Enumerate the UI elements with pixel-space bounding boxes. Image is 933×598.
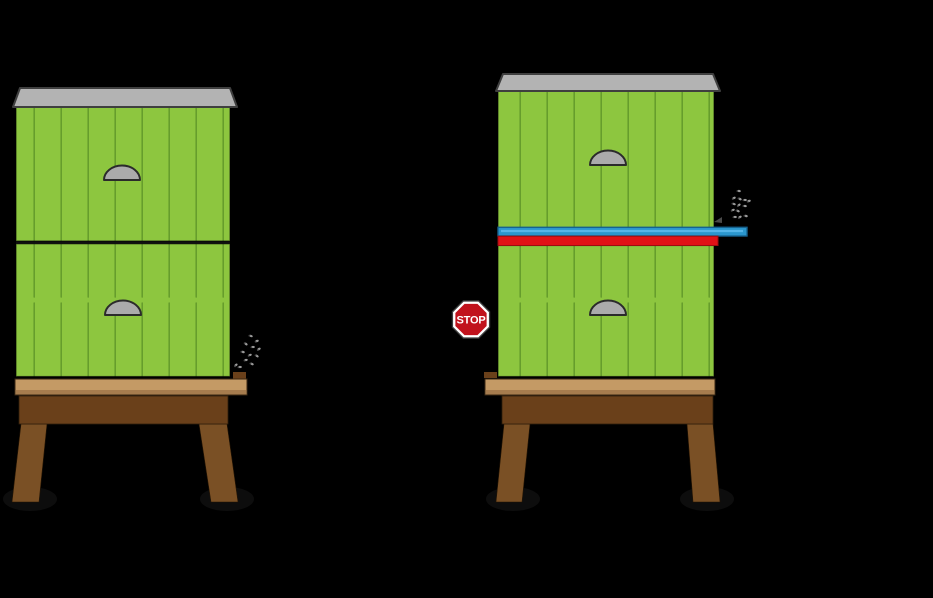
bee-icon [731,196,737,201]
bee-icon [243,341,249,347]
right-hive-entrance-block [484,372,497,378]
left-hive-stand [18,395,229,425]
bee-icon [746,199,752,203]
left-hive-lower-box [15,243,231,378]
bee-icon [249,361,255,366]
bee-icon [742,204,747,208]
bee-icon [736,203,742,208]
right-hive-lower-handle [589,299,627,316]
bee-icon [254,339,260,343]
left-hive-entrance-block [233,372,246,379]
bee-icon [237,365,242,369]
left-beehive [3,87,254,511]
bee-icon [243,358,248,362]
bee-icon [714,217,722,223]
bee-icon [250,345,255,349]
bee-icon [248,334,254,338]
bee-icon [731,202,737,206]
bee-icon [736,189,741,193]
bee-icon [742,198,747,202]
left-hive-upper-handle [103,164,141,181]
right-hive-upper-handle [589,149,627,166]
right-hive-stand [501,395,714,425]
stop-sign-face [455,303,487,336]
bee-icon [737,196,743,201]
left-hive-roof [12,87,238,108]
bee-icon [743,214,749,218]
bee-icon [247,353,253,357]
bee-icon [240,350,246,354]
bee-icon [732,215,737,219]
right-bee-swarm [714,189,752,223]
stop-sign: STOP [451,300,491,339]
right-hive-board-shade [486,390,714,395]
left-hive-box-divider [16,241,230,244]
bee-icon [735,208,741,213]
blocked-entrance-red-bar [497,235,719,246]
bee-icon [730,208,736,212]
left-hive-leg-right [198,423,239,503]
bee-icon [256,347,262,352]
stop-sign-label: STOP [457,315,486,327]
right-hive-leg-right [686,423,721,503]
left-bee-swarm [233,334,262,369]
bee-icon [254,353,260,359]
left-hive-lower-handle [104,299,142,316]
left-hive-board-shade [16,390,246,395]
right-hive-roof [495,73,721,92]
right-beehive [484,73,748,511]
bee-icon [233,363,239,368]
bee-icon [737,215,743,220]
